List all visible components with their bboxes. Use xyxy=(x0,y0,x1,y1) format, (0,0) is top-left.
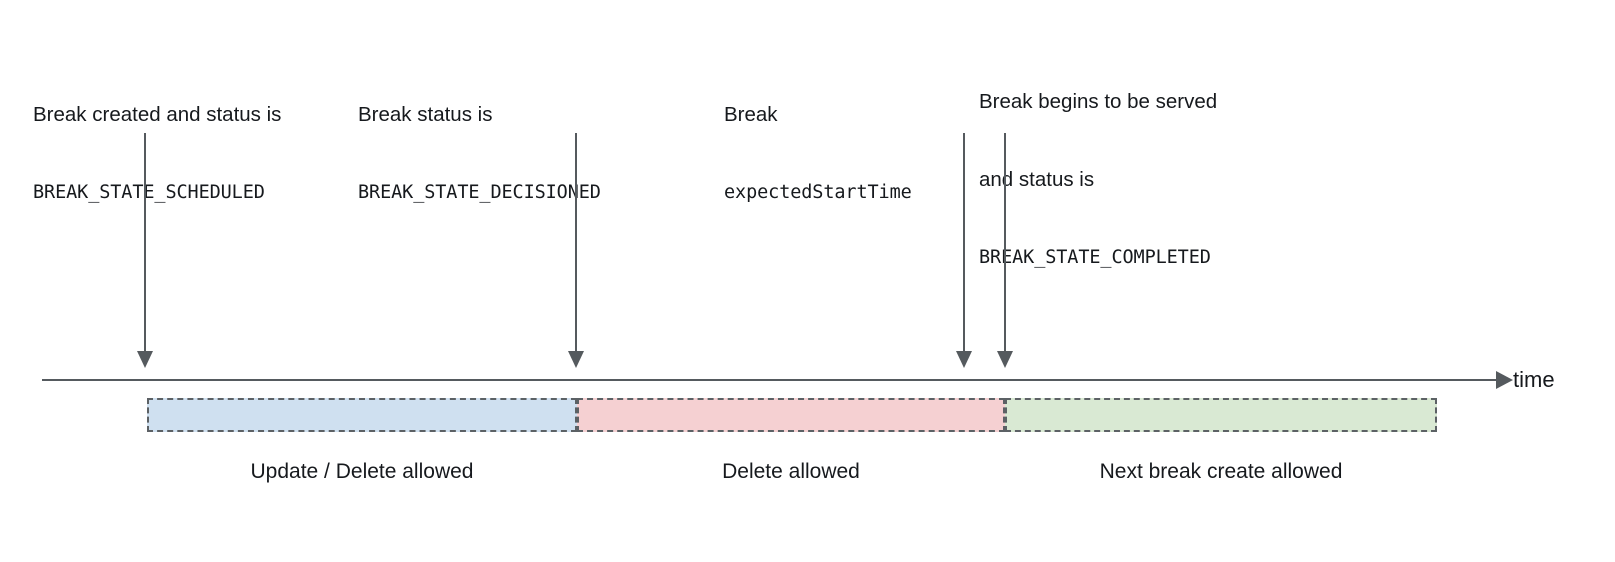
marker-label-code: BREAK_STATE_COMPLETED xyxy=(979,247,1211,268)
phase-bar-delete xyxy=(577,398,1005,432)
time-axis-arrowhead-icon xyxy=(1496,371,1513,389)
marker-label-line: Break status is xyxy=(358,103,493,126)
phase-caption-delete: Delete allowed xyxy=(722,460,860,483)
marker-arrowhead-completed xyxy=(997,351,1013,368)
marker-label-completed: Break begins to be served and status is … xyxy=(979,37,1217,323)
marker-label-line: and status is xyxy=(979,168,1095,191)
marker-label-line: Break begins to be served xyxy=(979,90,1218,113)
marker-arrow-line-completed xyxy=(1004,133,1006,353)
phase-bar-update-delete xyxy=(147,398,577,432)
marker-arrowhead-scheduled xyxy=(137,351,153,368)
marker-label-line: Break created and status is xyxy=(33,103,282,126)
marker-label-code: BREAK_STATE_SCHEDULED xyxy=(33,182,265,203)
marker-label-decisioned: Break status is BREAK_STATE_DECISIONED xyxy=(358,50,601,258)
time-axis-line xyxy=(42,379,1504,381)
phase-bar-next-break-create xyxy=(1005,398,1437,432)
marker-label-line: Break xyxy=(724,103,778,126)
marker-arrow-line-decisioned xyxy=(575,133,577,353)
phase-caption-next-break-create: Next break create allowed xyxy=(1099,460,1343,483)
marker-arrowhead-expected-start xyxy=(956,351,972,368)
phase-caption-update-delete: Update / Delete allowed xyxy=(250,460,474,483)
marker-label-code: BREAK_STATE_DECISIONED xyxy=(358,182,601,203)
marker-label-code: expectedStartTime xyxy=(724,182,912,203)
marker-arrowhead-decisioned xyxy=(568,351,584,368)
marker-label-scheduled: Break created and status is BREAK_STATE_… xyxy=(33,50,281,258)
time-axis-label: time xyxy=(1513,367,1555,392)
marker-arrow-line-expected-start xyxy=(963,133,965,353)
marker-arrow-line-scheduled xyxy=(144,133,146,353)
marker-label-expected-start: Break expectedStartTime xyxy=(724,50,912,258)
